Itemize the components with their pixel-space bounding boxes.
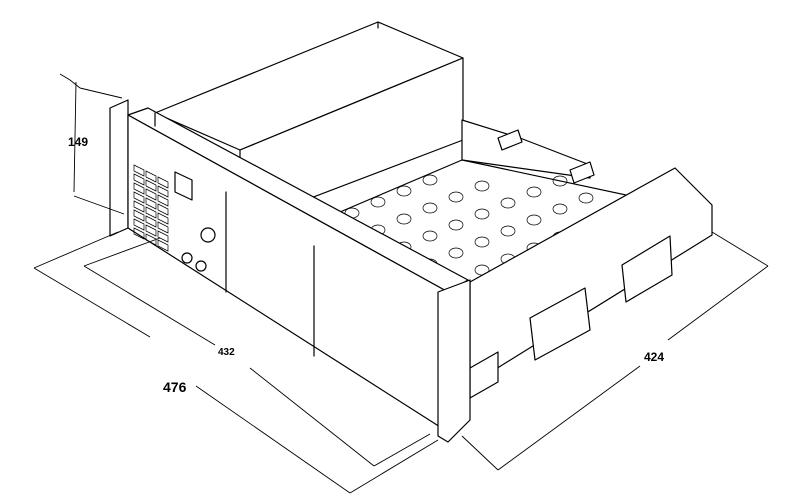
- right-rack-ear: [437, 279, 471, 443]
- tray-hole: [474, 236, 490, 248]
- display-window: [174, 171, 193, 201]
- front-button: [157, 176, 169, 189]
- tray-hole: [578, 192, 594, 204]
- height-dim-line: [73, 81, 77, 193]
- front-button: [145, 233, 157, 246]
- front-button: [145, 206, 157, 219]
- side-cutout-front: [529, 287, 591, 361]
- front-button: [157, 194, 169, 207]
- tray-hole: [500, 197, 516, 209]
- tray-hole: [500, 225, 516, 237]
- body-width-dim-line: [249, 367, 375, 467]
- height-label: 149: [68, 135, 88, 149]
- body-width-label: 432: [218, 347, 235, 358]
- front-button: [133, 173, 145, 186]
- side-cutout-rear: [621, 235, 673, 303]
- tray-hole: [370, 196, 386, 208]
- front-knob-right: [195, 260, 207, 272]
- front-button: [133, 200, 145, 213]
- rear-clip-left: [497, 129, 523, 151]
- tray-hole: [422, 202, 438, 214]
- front-button: [145, 179, 157, 192]
- front-button: [133, 218, 145, 231]
- front-button: [145, 197, 157, 210]
- enclosure-box: [154, 21, 464, 226]
- rack-width-label: 476: [163, 379, 187, 395]
- front-button: [133, 164, 145, 177]
- rotary-knob: [200, 227, 216, 243]
- tray-hole: [448, 247, 464, 259]
- front-knob-left: [181, 252, 193, 264]
- front-panel: [109, 99, 471, 443]
- dimension-lines: [33, 73, 769, 494]
- rack-width-dim-line: [195, 385, 351, 494]
- tray-hole: [474, 180, 490, 192]
- front-button: [145, 188, 157, 201]
- tray-hole: [474, 208, 490, 220]
- body-width-ext-left: [83, 237, 161, 267]
- front-button: [157, 230, 169, 243]
- tray-hole: [422, 174, 438, 186]
- depth-ext-front: [461, 435, 499, 471]
- tray-hole: [396, 213, 412, 225]
- front-button: [157, 239, 169, 252]
- front-button: [145, 224, 157, 237]
- front-button: [157, 203, 169, 216]
- tray-hole: [448, 219, 464, 231]
- front-button: [145, 170, 157, 183]
- front-button: [145, 215, 157, 228]
- rack-width-ext-left: [33, 231, 119, 269]
- depth-ext-rear: [711, 231, 769, 267]
- front-button: [133, 209, 145, 222]
- front-button: [157, 221, 169, 234]
- depth-label: 424: [644, 350, 664, 364]
- tray-hole: [448, 191, 464, 203]
- tray-hole: [526, 186, 542, 198]
- tray-hole: [552, 175, 568, 187]
- front-button: [133, 182, 145, 195]
- depth-dim-line: [497, 365, 641, 471]
- front-button: [133, 191, 145, 204]
- tray-hole: [396, 185, 412, 197]
- rear-bracket: [461, 119, 595, 184]
- height-dim-top: [59, 73, 81, 89]
- front-button: [133, 227, 145, 240]
- rear-clip-right: [569, 161, 595, 184]
- tray-hole: [526, 214, 542, 226]
- left-rack-ear: [109, 99, 129, 237]
- front-button-grid: [133, 164, 169, 252]
- tray-hole: [422, 230, 438, 242]
- front-button: [157, 185, 169, 198]
- front-button: [157, 212, 169, 225]
- tray-hole: [552, 203, 568, 215]
